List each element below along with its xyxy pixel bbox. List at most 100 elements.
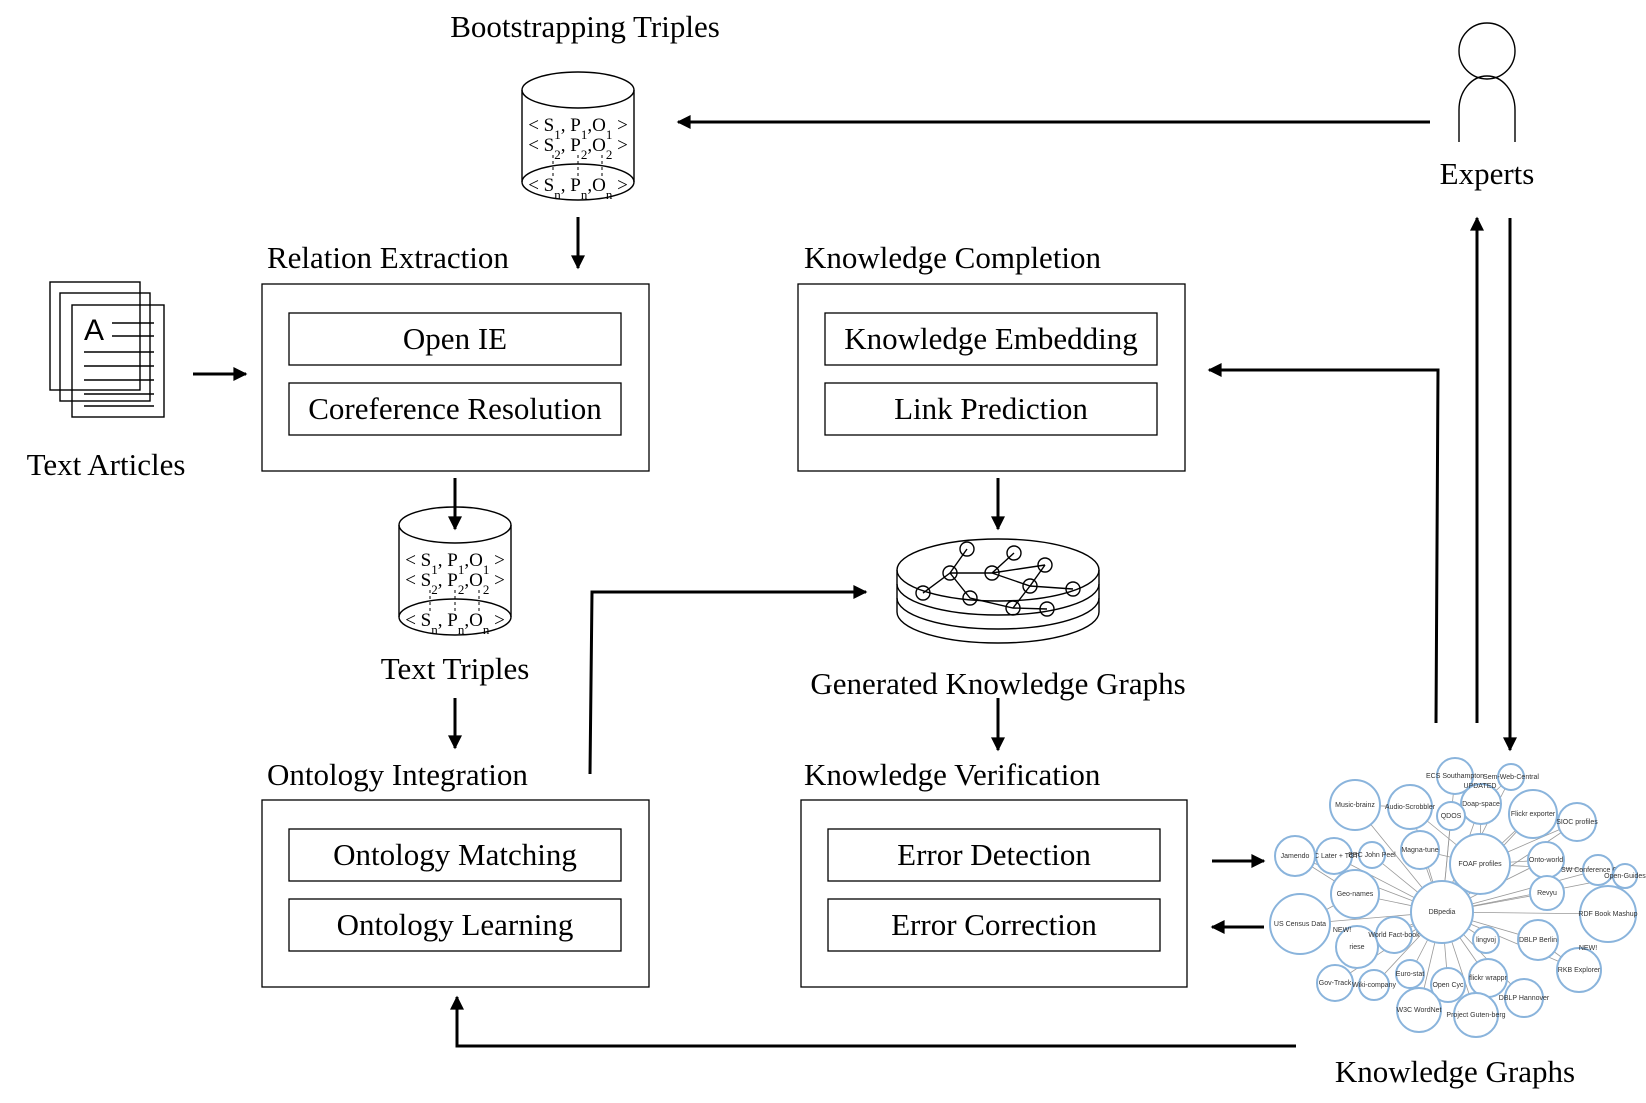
ontology-integration-title: Ontology Integration bbox=[267, 757, 528, 792]
lod-badge: UPDATED bbox=[1464, 783, 1497, 790]
lod-node bbox=[1582, 854, 1614, 886]
lod-node-label: W3C WordNet bbox=[1397, 1007, 1442, 1014]
lod-node bbox=[1375, 916, 1413, 954]
knowledge-verification-module: Knowledge Verification Error Detection E… bbox=[800, 757, 1188, 988]
lod-node bbox=[1274, 835, 1316, 877]
lod-node bbox=[1335, 925, 1379, 969]
lod-node bbox=[1497, 763, 1525, 791]
knowledge-verification-title: Knowledge Verification bbox=[804, 757, 1101, 792]
lod-node-label: Doap-space bbox=[1462, 801, 1500, 808]
lod-node bbox=[1400, 830, 1440, 870]
lod-node-label: SIOC profiles bbox=[1556, 819, 1598, 826]
flow-arrows bbox=[193, 115, 1517, 1048]
lod-node-label: flickr wrappr bbox=[1469, 975, 1507, 982]
lod-node-label: DBLP Berlin bbox=[1519, 937, 1557, 944]
text-triples-database-icon: < S1, P1,O1 > < S2, P2,O2 > < Sn, Pn,On … bbox=[398, 506, 512, 637]
open-ie-label: Open IE bbox=[403, 321, 507, 356]
link-prediction-box bbox=[824, 382, 1158, 436]
knowledge-completion-title: Knowledge Completion bbox=[804, 240, 1102, 275]
knowledge-completion-module: Knowledge Completion Knowledge Embedding… bbox=[797, 240, 1186, 472]
lod-node bbox=[1316, 964, 1354, 1002]
coreference-resolution-label: Coreference Resolution bbox=[308, 391, 602, 426]
arrow-kg-to-ontology-integration bbox=[450, 995, 1296, 1048]
knowledge-graphs-label: Knowledge Graphs bbox=[1335, 1054, 1575, 1089]
article-letter: A bbox=[84, 314, 104, 347]
lod-node-label: Geo-names bbox=[1337, 891, 1374, 898]
lod-node bbox=[1358, 969, 1390, 1001]
ontology-integration-module: Ontology Integration Ontology Matching O… bbox=[261, 757, 650, 988]
bootstrap-triple-1: < S1, P1,O1 > bbox=[528, 115, 628, 142]
lod-node-label: DBLP Hannover bbox=[1499, 995, 1550, 1002]
lod-node bbox=[1472, 926, 1500, 954]
lod-node bbox=[1430, 967, 1466, 1003]
lod-node bbox=[1330, 869, 1380, 919]
ontology-matching-label: Ontology Matching bbox=[333, 837, 577, 872]
arrow-ontology-integration-to-generated-kg bbox=[588, 585, 868, 775]
lod-node-label: Flickr exporter bbox=[1511, 811, 1556, 818]
ontology-matching-box bbox=[288, 828, 622, 882]
lod-node-label: RKB Explorer bbox=[1558, 967, 1601, 974]
lod-node-label: Audio-Scrobbler bbox=[1385, 804, 1436, 811]
text-triple-n: < Sn, Pn,On > bbox=[405, 610, 505, 637]
lod-node bbox=[1329, 779, 1381, 831]
lod-node-label: FOAF profiles bbox=[1458, 861, 1502, 868]
coreference-resolution-box bbox=[288, 382, 622, 436]
lod-node-label: BBC Later + TOTP bbox=[1305, 853, 1364, 860]
lod-node-label: Revyu bbox=[1537, 890, 1557, 897]
error-correction-box bbox=[827, 898, 1161, 952]
lod-node-label: Open-Guides bbox=[1604, 873, 1646, 880]
lod-node-label: US Census Data bbox=[1274, 921, 1326, 928]
lod-node-label: Onto-world bbox=[1529, 857, 1563, 864]
lod-node-label: lingvoj bbox=[1476, 937, 1496, 944]
lod-node bbox=[1387, 784, 1433, 830]
lod-node-label: World Fact-book bbox=[1368, 932, 1420, 939]
lod-node bbox=[1358, 841, 1386, 869]
lod-node-label: riese bbox=[1349, 944, 1364, 951]
bootstrap-triple-n: < Sn, Pn,On > bbox=[528, 175, 628, 202]
lod-node-label: Sem-Web-Central bbox=[1483, 774, 1539, 781]
lod-node-label: Magna-tune bbox=[1401, 847, 1438, 854]
lod-badge: NEW! bbox=[1333, 927, 1351, 934]
lod-node-label: Open Cyc bbox=[1432, 982, 1464, 989]
error-correction-label: Error Correction bbox=[891, 907, 1097, 942]
lod-node-label: SW Conference Corpus bbox=[1561, 867, 1635, 874]
lod-node bbox=[1504, 978, 1544, 1018]
text-articles-document-icon: A bbox=[49, 281, 165, 418]
lod-node bbox=[1517, 919, 1559, 961]
lod-node bbox=[1436, 757, 1474, 795]
lod-node-label: Project Guten-berg bbox=[1446, 1012, 1505, 1019]
experts-label: Experts bbox=[1440, 156, 1535, 191]
generated-knowledge-graph-stack-icon bbox=[896, 538, 1100, 644]
text-triple-1: < S1, P1,O1 > bbox=[405, 550, 505, 577]
lod-node bbox=[1396, 987, 1442, 1033]
lod-node bbox=[1436, 801, 1466, 831]
lod-node bbox=[1395, 959, 1425, 989]
lod-node bbox=[1508, 789, 1558, 839]
bootstrapping-triples-database-icon: < S1, P1,O1 > < S2, P2,O2 > < Sn, Pn,On … bbox=[521, 71, 635, 202]
knowledge-embedding-box bbox=[824, 312, 1158, 366]
text-articles-label: Text Articles bbox=[27, 447, 186, 482]
lod-node bbox=[1612, 863, 1638, 889]
generated-knowledge-graphs-label: Generated Knowledge Graphs bbox=[810, 666, 1185, 701]
lod-node bbox=[1579, 885, 1637, 943]
lod-node-label: BBC John Peel bbox=[1348, 852, 1396, 859]
ontology-learning-label: Ontology Learning bbox=[337, 907, 574, 942]
lod-node bbox=[1269, 893, 1331, 955]
lod-node bbox=[1449, 833, 1511, 895]
error-detection-box bbox=[827, 828, 1161, 882]
lod-node-label: Gov-Track bbox=[1319, 980, 1352, 987]
lod-node bbox=[1529, 875, 1565, 911]
expert-person-icon bbox=[1458, 22, 1516, 142]
relation-extraction-title: Relation Extraction bbox=[267, 240, 509, 275]
relation-extraction-module: Relation Extraction Open IE Coreference … bbox=[261, 240, 650, 472]
lod-badge: NEW! bbox=[1579, 945, 1597, 952]
lod-node-label: Music-brainz bbox=[1335, 802, 1375, 809]
bootstrapping-triples-label: Bootstrapping Triples bbox=[450, 9, 720, 44]
lod-node bbox=[1556, 947, 1602, 993]
lod-node-label: Wiki-company bbox=[1352, 982, 1396, 989]
lod-node-label: Jamendo bbox=[1281, 853, 1310, 860]
lod-node-label: QDOS bbox=[1441, 813, 1462, 820]
lod-node bbox=[1453, 992, 1499, 1038]
